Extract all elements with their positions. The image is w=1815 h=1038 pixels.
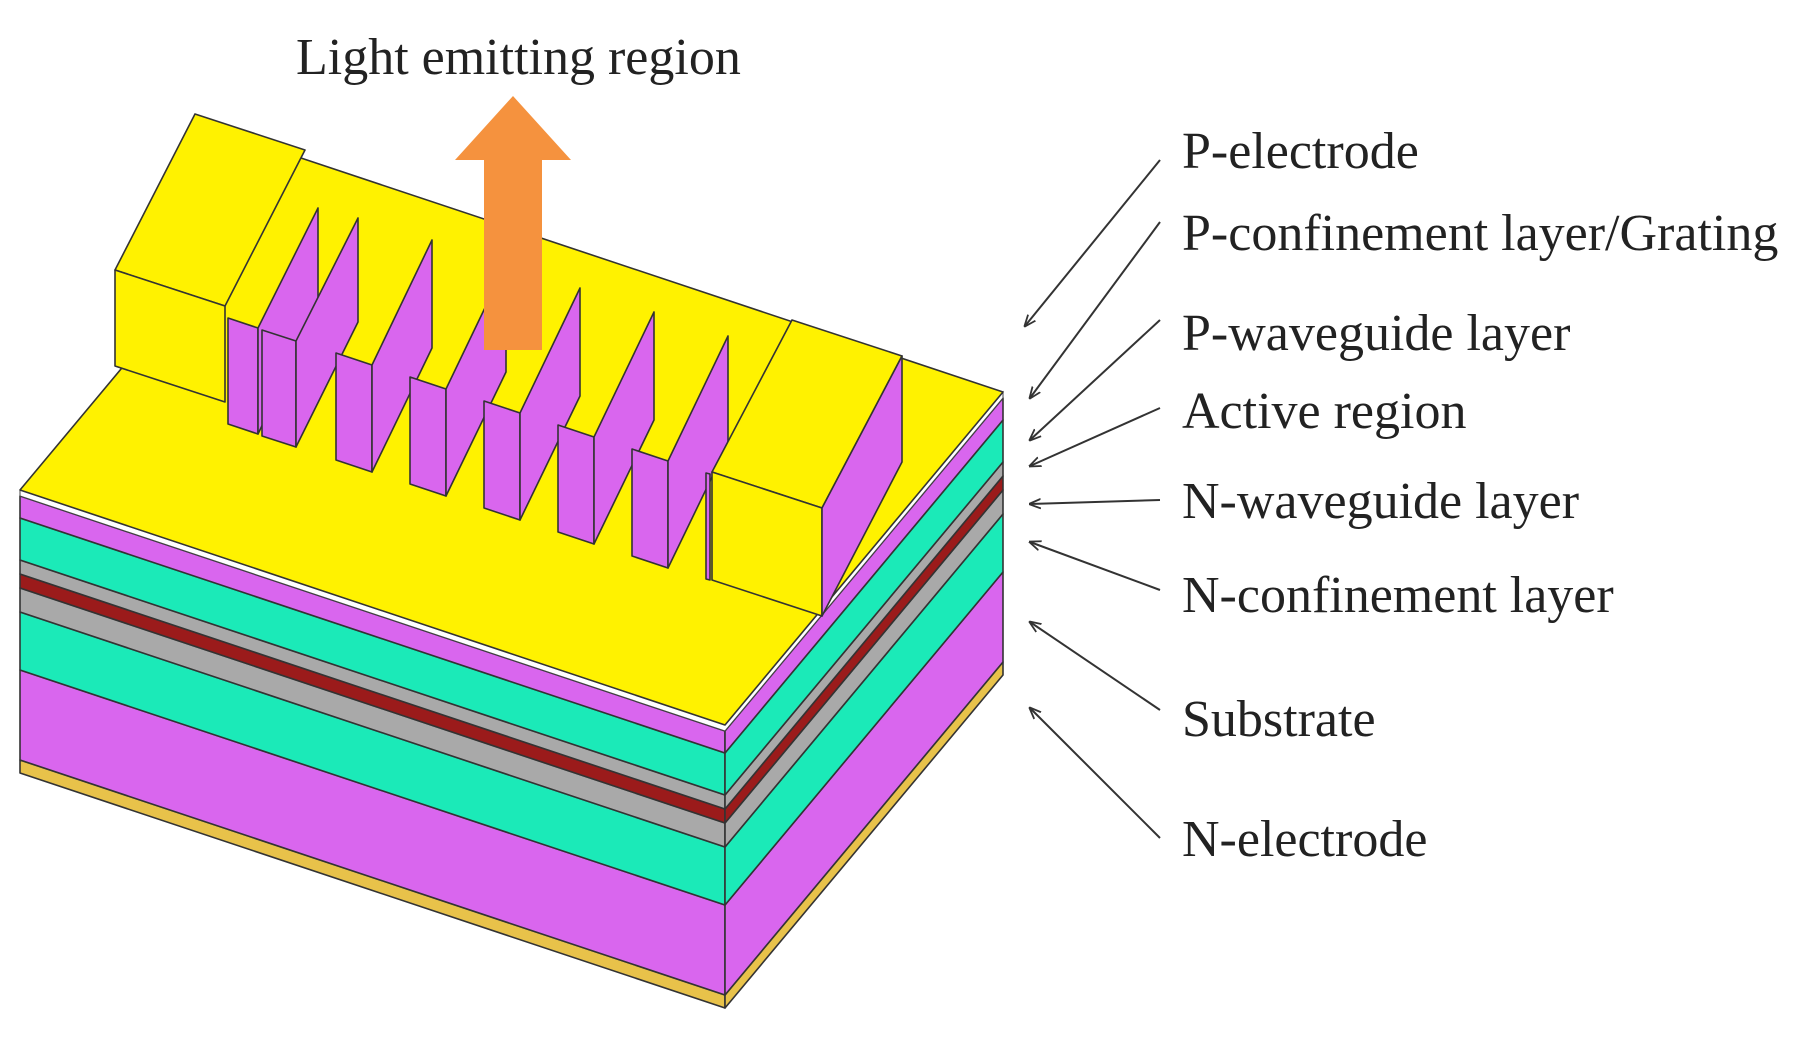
label-p-confinement: P-confinement layer/Grating [1182,205,1778,262]
emission-arrow [455,96,571,350]
label-n-electrode: N-electrode [1182,811,1427,868]
leader-active-region [1030,407,1161,466]
label-substrate: Substrate [1182,691,1376,748]
grating-ridge-8 [705,472,711,581]
right-block-side [821,355,903,617]
ridge-structure [114,113,903,617]
grating-ridge-1 [227,317,259,435]
up-arrow-icon [455,96,571,350]
leader-n-electrode [1030,708,1161,839]
left-block-front [114,269,226,403]
label-p-waveguide: P-waveguide layer [1182,305,1570,362]
leader-substrate [1030,622,1161,711]
leader-n-waveguide [1030,500,1161,504]
grating-ridge-3 [335,352,373,473]
leader-n-confinement [1030,542,1161,591]
grating-ridge-2-side [295,217,359,448]
label-n-confinement: N-confinement layer [1182,567,1614,624]
leader-p-waveguide [1030,319,1161,440]
grating-ridge-5 [483,400,521,521]
grating-ridge-5-side [519,287,581,521]
grating-ridge-6 [557,424,595,545]
leader-p-confinement [1030,221,1161,398]
label-active-region: Active region [1182,383,1466,440]
label-n-waveguide: N-waveguide layer [1182,473,1579,530]
label-p-electrode: P-electrode [1182,123,1419,180]
diagram-title: Light emitting region [296,29,741,86]
layer-labels: P-electrode P-confinement layer/Grating … [1182,123,1778,868]
grating-ridge-2 [261,329,297,448]
grating-ridge-3-side [371,239,433,473]
grating-ridge-6-side [593,311,655,545]
grating-ridge-4 [409,376,447,497]
leader-lines [1025,159,1161,839]
leader-p-electrode [1025,159,1161,326]
grating-ridge-7 [631,448,669,569]
